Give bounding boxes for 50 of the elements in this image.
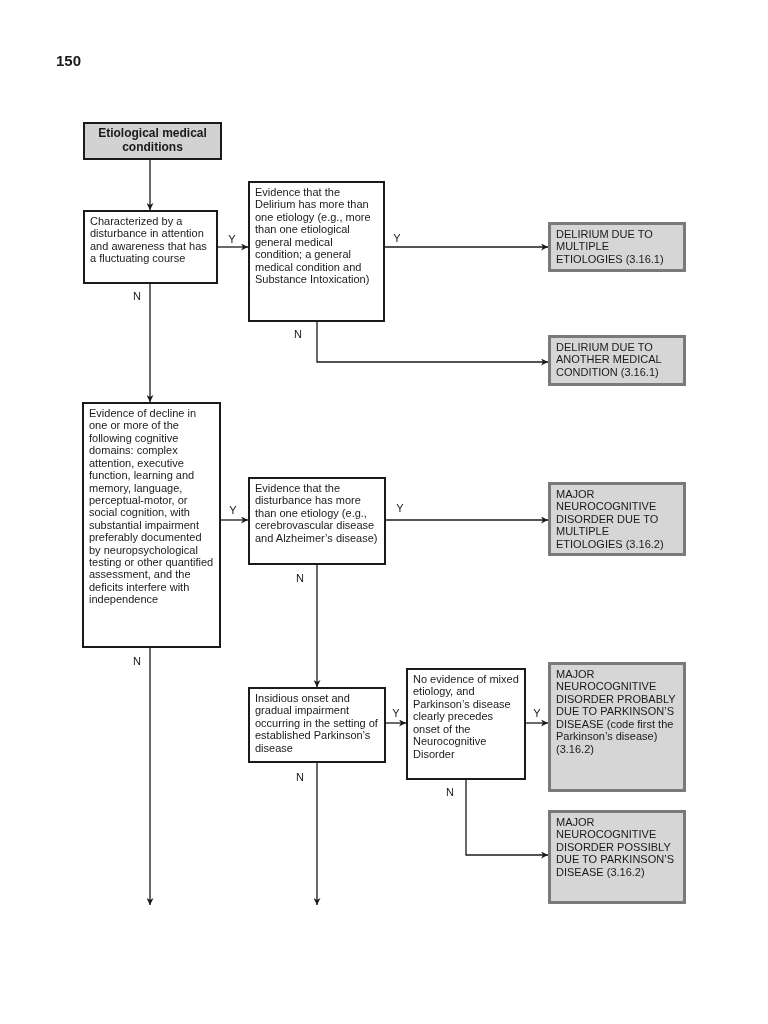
arrow [146, 159, 154, 211]
diagnosis-box [548, 662, 686, 792]
diagnosis-box [548, 810, 686, 904]
edge-label: N [132, 655, 142, 667]
box-text: Insidious onset and gradual impairment occurring in the setting of established Parkinson’s disease [255, 692, 379, 755]
box-text: Evidence of decline in one or more of the following cognitive domains: complex attention, executive function, learning and memory, language, perceptual-motor, or social cognition, with substantial impairment preferably documented by neuropsychological testing or other quantified assessment, and the deficits interfere with independence [89, 407, 214, 606]
box-text: DELIRIUM DUE TO ANOTHER MEDICAL CONDITION (3.16.1) [556, 341, 663, 379]
edge-label: Y [391, 707, 401, 719]
criterion-box [248, 687, 386, 763]
criterion-box [82, 402, 221, 648]
page-number: 150 [56, 52, 82, 69]
box-text: No evidence of mixed etiology, and Parkinson’s disease clearly precedes onset of the Neurocognitive Disorder [413, 673, 519, 760]
criterion-box [248, 477, 386, 565]
arrow [217, 243, 249, 251]
box-text: MAJOR NEUROCOGNITIVE DISORDER DUE TO MULTIPLE ETIOLOGIES (3.16.2) [556, 488, 665, 551]
diagnosis-box [548, 222, 686, 272]
arrow [220, 516, 249, 524]
arrow [525, 719, 549, 727]
box-text: MAJOR NEUROCOGNITIVE DISORDER POSSIBLY DUE TO PARKINSON’S DISEASE (3.16.2) [556, 816, 675, 879]
arrow [385, 719, 407, 727]
arrow [313, 762, 321, 906]
box-text: Evidence that the disturbance has more than one etiology (e.g., cerebrovascular disease and Alzheimer’s disease) [255, 482, 379, 545]
arrow [146, 647, 154, 906]
criterion-box [83, 210, 218, 284]
box-text: Characterized by a disturbance in attention and awareness that has a fluctuating course [90, 215, 208, 265]
box-text: Evidence that the Delirium has more than one etiology (e.g., more than one etiological general medical condition; a general medical condition and Substance Intoxication) [255, 186, 372, 286]
edge-label: N [295, 572, 305, 584]
edge-label: Y [532, 707, 542, 719]
criterion-box [248, 181, 385, 322]
diagnosis-box [548, 482, 686, 556]
edge-label: Y [392, 232, 402, 244]
arrow [465, 779, 549, 859]
edge-label: N [293, 328, 303, 340]
edge-label: Y [228, 504, 238, 516]
criterion-box [406, 668, 526, 780]
edge-label: N [132, 290, 142, 302]
arrow [385, 516, 549, 524]
arrow [146, 283, 154, 403]
arrow [316, 321, 549, 366]
edge-label: N [295, 771, 305, 783]
diagnosis-box [548, 335, 686, 386]
box-text: DELIRIUM DUE TO MULTIPLE ETIOLOGIES (3.16.1) [556, 228, 665, 266]
edge-label: Y [227, 233, 237, 245]
edge-label: Y [395, 502, 405, 514]
box-text: Etiological medical conditions [97, 127, 208, 155]
start-box [83, 122, 222, 160]
box-text: MAJOR NEUROCOGNITIVE DISORDER PROBABLY DUE TO PARKINSON’S DISEASE (code first the Parkinson’s disease) (3.16.2) [556, 668, 677, 755]
arrow [384, 243, 549, 251]
edge-label: N [445, 786, 455, 798]
arrow [313, 564, 321, 688]
